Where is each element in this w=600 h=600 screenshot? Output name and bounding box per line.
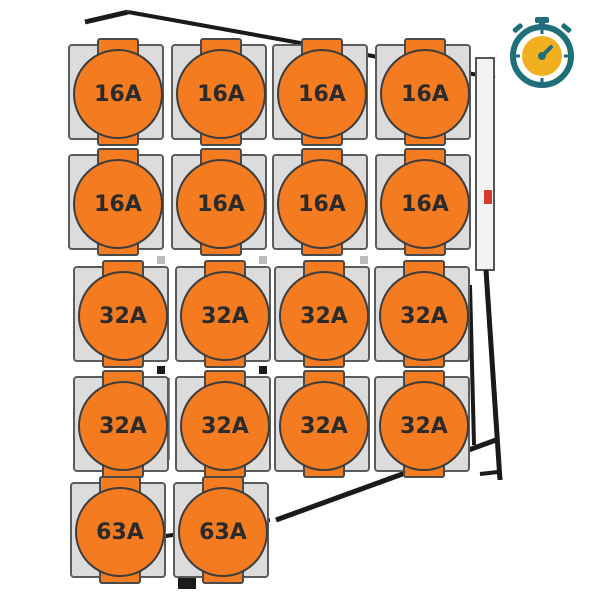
socket-cap: 32A bbox=[180, 381, 270, 471]
socket-rating-label: 16A bbox=[197, 81, 245, 107]
socket-rating-label: 32A bbox=[201, 413, 249, 439]
socket-16a[interactable]: 16A bbox=[68, 38, 164, 146]
socket-16a[interactable]: 16A bbox=[272, 148, 368, 256]
socket-cap: 32A bbox=[180, 271, 270, 361]
socket-32a[interactable]: 32A bbox=[374, 260, 470, 368]
socket-rating-label: 63A bbox=[96, 519, 144, 545]
socket-cap: 32A bbox=[279, 271, 369, 361]
socket-rating-label: 32A bbox=[400, 303, 448, 329]
socket-rating-label: 16A bbox=[197, 191, 245, 217]
socket-rating-label: 16A bbox=[298, 81, 346, 107]
socket-cap: 16A bbox=[73, 159, 163, 249]
socket-rating-label: 32A bbox=[400, 413, 448, 439]
socket-cap: 32A bbox=[279, 381, 369, 471]
socket-rating-label: 16A bbox=[94, 191, 142, 217]
socket-16a[interactable]: 16A bbox=[272, 38, 368, 146]
socket-63a[interactable]: 63A bbox=[173, 476, 269, 584]
socket-32a[interactable]: 32A bbox=[175, 370, 271, 478]
socket-cap: 63A bbox=[75, 487, 165, 577]
socket-cap: 16A bbox=[380, 159, 470, 249]
socket-cap: 32A bbox=[379, 381, 469, 471]
socket-16a[interactable]: 16A bbox=[375, 148, 471, 256]
socket-cap: 16A bbox=[277, 49, 367, 139]
socket-cap: 32A bbox=[78, 271, 168, 361]
socket-32a[interactable]: 32A bbox=[374, 370, 470, 478]
socket-16a[interactable]: 16A bbox=[171, 148, 267, 256]
socket-16a[interactable]: 16A bbox=[375, 38, 471, 146]
socket-rating-label: 32A bbox=[201, 303, 249, 329]
socket-rating-label: 32A bbox=[300, 413, 348, 439]
socket-32a[interactable]: 32A bbox=[175, 260, 271, 368]
socket-cap: 16A bbox=[277, 159, 367, 249]
stopwatch-icon bbox=[510, 17, 574, 88]
socket-rating-label: 32A bbox=[99, 413, 147, 439]
socket-16a[interactable]: 16A bbox=[171, 38, 267, 146]
socket-cap: 16A bbox=[176, 49, 266, 139]
socket-16a[interactable]: 16A bbox=[68, 148, 164, 256]
socket-cap: 63A bbox=[178, 487, 268, 577]
socket-cap: 16A bbox=[73, 49, 163, 139]
socket-rating-label: 32A bbox=[300, 303, 348, 329]
socket-32a[interactable]: 32A bbox=[73, 370, 169, 478]
socket-cap: 32A bbox=[379, 271, 469, 361]
socket-rating-label: 32A bbox=[99, 303, 147, 329]
socket-cap: 16A bbox=[380, 49, 470, 139]
socket-cap: 16A bbox=[176, 159, 266, 249]
socket-rating-label: 16A bbox=[298, 191, 346, 217]
socket-rating-label: 63A bbox=[199, 519, 247, 545]
socket-rating-label: 16A bbox=[401, 81, 449, 107]
socket-cap: 32A bbox=[78, 381, 168, 471]
socket-32a[interactable]: 32A bbox=[73, 260, 169, 368]
socket-63a[interactable]: 63A bbox=[70, 476, 166, 584]
socket-32a[interactable]: 32A bbox=[274, 260, 370, 368]
socket-rating-label: 16A bbox=[401, 191, 449, 217]
socket-rating-label: 16A bbox=[94, 81, 142, 107]
socket-32a[interactable]: 32A bbox=[274, 370, 370, 478]
